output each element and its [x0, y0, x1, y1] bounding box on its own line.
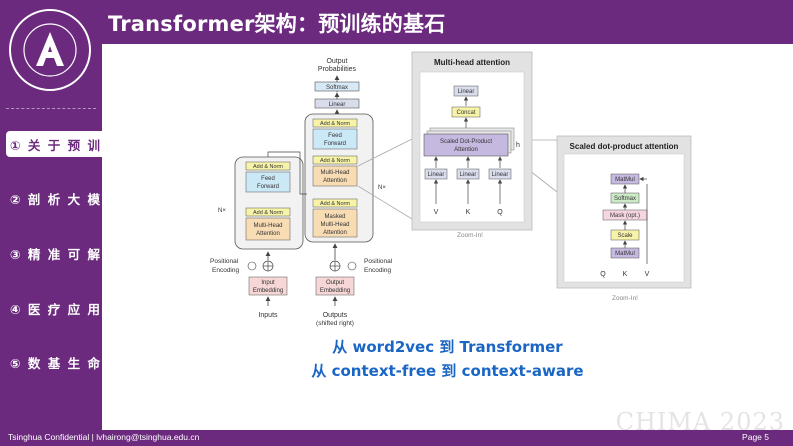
svg-text:Attention: Attention — [323, 230, 347, 236]
linear-block: Linear — [329, 102, 346, 108]
svg-text:Masked: Masked — [324, 214, 345, 220]
sidebar-separator — [6, 108, 96, 109]
svg-text:Encoding: Encoding — [364, 267, 391, 274]
sdpa-title: Scaled dot-product attention — [570, 142, 679, 151]
svg-text:Feed: Feed — [328, 133, 342, 139]
sidebar: ① 关 于 预 训 练 ② 剖 析 大 模 型 ③ 精 准 可 解 释 ④ 医 … — [0, 0, 122, 430]
output-probs-label: Output — [326, 58, 347, 65]
svg-text:Attention: Attention — [256, 231, 280, 237]
svg-text:N×: N× — [218, 208, 226, 214]
svg-text:Q: Q — [600, 271, 606, 278]
softmax-block: Softmax — [326, 85, 348, 91]
svg-text:Softmax: Softmax — [614, 196, 636, 202]
svg-text:Linear: Linear — [460, 172, 477, 178]
svg-text:Attention: Attention — [454, 147, 478, 153]
caption-line-1: 从 word2vec 到 Transformer — [332, 338, 563, 356]
svg-text:Scaled Dot-Product: Scaled Dot-Product — [440, 139, 492, 145]
output-probs-label-2: Probabilities — [318, 66, 357, 73]
svg-text:Linear: Linear — [492, 172, 509, 178]
svg-text:Add & Norm: Add & Norm — [253, 210, 283, 216]
svg-text:K: K — [466, 209, 471, 216]
nav-item-medical-apps[interactable]: ④ 医 疗 应 用 — [10, 301, 102, 317]
svg-text:V: V — [434, 209, 439, 216]
svg-text:Add & Norm: Add & Norm — [320, 121, 350, 127]
svg-text:N×: N× — [378, 185, 386, 191]
svg-text:Outputs: Outputs — [323, 312, 348, 319]
svg-text:Linear: Linear — [428, 172, 445, 178]
svg-text:MatMul: MatMul — [615, 251, 635, 257]
svg-text:Zoom-In!: Zoom-In! — [457, 232, 483, 239]
svg-text:V: V — [645, 271, 650, 278]
svg-text:Multi-Head: Multi-Head — [320, 222, 349, 228]
svg-text:Input: Input — [261, 280, 275, 286]
transformer-diagram: Output Probabilities Softmax Linear Add … — [210, 51, 692, 327]
university-logo — [9, 9, 91, 91]
caption-line-2: 从 context-free 到 context-aware — [311, 362, 584, 380]
svg-text:Positional: Positional — [364, 258, 393, 265]
nav-item-pretraining[interactable]: ① 关 于 预 训 练 — [6, 131, 120, 157]
page-number: Page 5 — [742, 432, 769, 442]
footer: Tsinghua Confidential | lvhairong@tsingh… — [0, 430, 793, 446]
svg-text:Attention: Attention — [323, 178, 347, 184]
page-title: Transformer架构：预训练的基石 — [108, 12, 446, 36]
svg-text:Embedding: Embedding — [253, 288, 283, 294]
svg-text:K: K — [623, 271, 628, 278]
svg-text:Add & Norm: Add & Norm — [320, 201, 350, 207]
svg-text:Mask (opt.): Mask (opt.) — [610, 213, 640, 219]
svg-text:Positional: Positional — [210, 258, 239, 265]
svg-text:Multi-Head: Multi-Head — [253, 223, 282, 229]
svg-text:Concat: Concat — [456, 110, 475, 116]
svg-text:Add & Norm: Add & Norm — [253, 164, 283, 170]
svg-text:Add & Norm: Add & Norm — [320, 158, 350, 164]
svg-text:MatMul: MatMul — [615, 177, 635, 183]
svg-text:Zoom-In!: Zoom-In! — [612, 295, 638, 302]
svg-text:Feed: Feed — [261, 176, 275, 182]
watermark: CHIMA 2023 — [615, 408, 785, 430]
svg-text:Inputs: Inputs — [258, 312, 278, 319]
nav-item-large-models[interactable]: ② 剖 析 大 模 型 — [10, 191, 122, 207]
svg-text:Linear: Linear — [458, 89, 475, 95]
svg-text:Q: Q — [497, 209, 503, 216]
header-bar: Transformer架构：预训练的基石 — [0, 0, 793, 44]
main-content: Output Probabilities Softmax Linear Add … — [102, 44, 793, 430]
svg-text:h: h — [516, 142, 520, 149]
svg-text:Encoding: Encoding — [212, 267, 239, 274]
svg-text:Scale: Scale — [617, 233, 633, 239]
svg-text:(shifted right): (shifted right) — [316, 320, 354, 327]
svg-text:Forward: Forward — [257, 184, 279, 190]
footer-text: Tsinghua Confidential | lvhairong@tsingh… — [8, 432, 200, 442]
mha-title: Multi-head attention — [434, 58, 510, 67]
nav-item-data-life[interactable]: ⑤ 数 基 生 命 — [10, 355, 102, 371]
nav-item-interpretability[interactable]: ③ 精 准 可 解 释 — [10, 246, 122, 262]
svg-text:Forward: Forward — [324, 141, 346, 147]
svg-text:Embedding: Embedding — [320, 288, 350, 294]
svg-text:Multi-Head: Multi-Head — [320, 170, 349, 176]
svg-text:Output: Output — [326, 280, 344, 286]
